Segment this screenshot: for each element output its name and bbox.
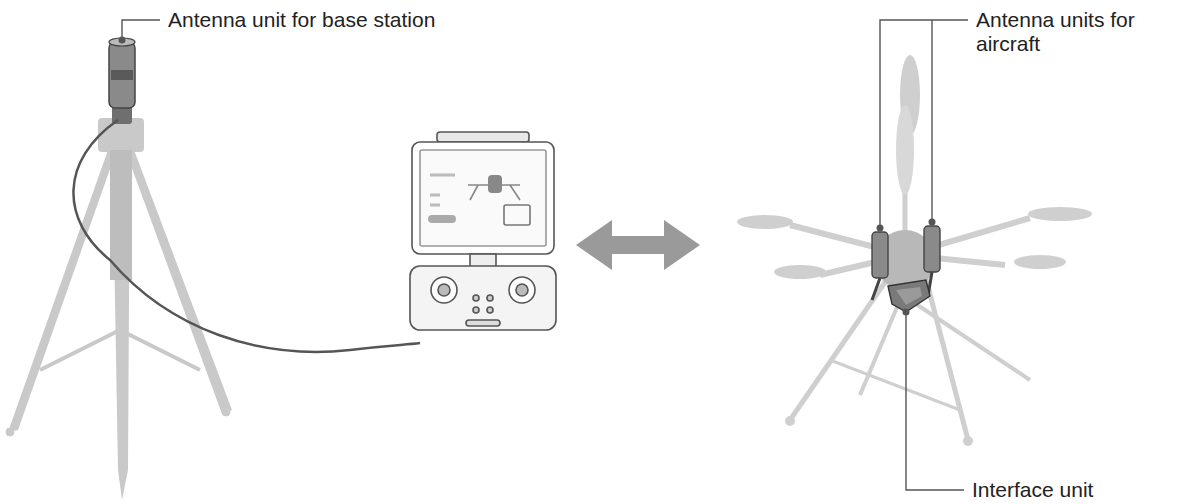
interface-unit — [888, 280, 930, 312]
double-arrow — [576, 220, 700, 270]
aircraft — [737, 55, 1092, 446]
leader-lines — [119, 20, 969, 490]
callout-label: Antenna units for aircraft — [976, 8, 1168, 56]
tripod — [6, 118, 232, 500]
callout-label: Interface unit — [972, 478, 1172, 502]
base-antenna — [109, 38, 135, 124]
callout-label: Antenna unit for base station — [168, 8, 498, 32]
antenna-cable — [73, 120, 420, 352]
remote-controller — [410, 132, 556, 330]
